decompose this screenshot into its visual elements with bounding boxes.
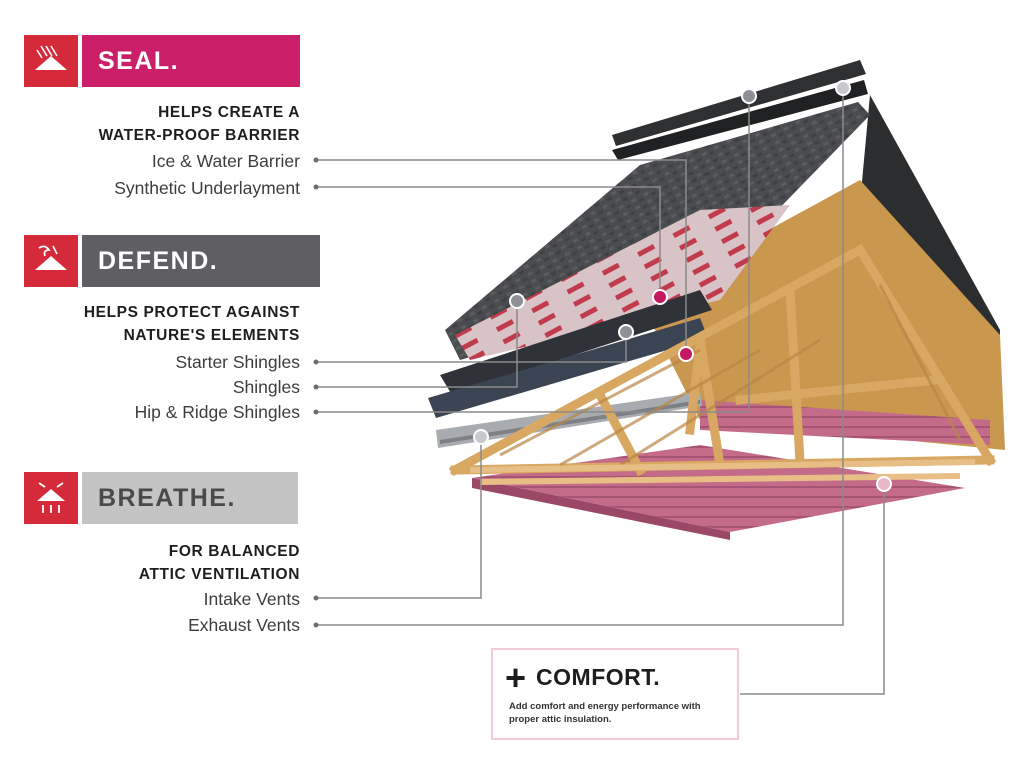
marker-exhaust [835,80,851,96]
ice-water-barrier-layer [440,290,712,395]
defend-subtitle-line1: HELPS PROTECT AGAINST [83,304,300,321]
item-exhaust-vents: Exhaust Vents [188,615,300,635]
leader-shingles [316,301,518,388]
seal-subtitle: HELPS CREATE A WATER-PROOF BARRIER [99,101,300,147]
leader-ice-water [316,159,687,354]
callout-lines [316,88,885,695]
ridge-cap-upper [612,60,866,146]
marker-intake [473,429,489,445]
callout-markers [473,80,892,492]
leader-underlayment [316,186,661,297]
leader-starter [316,332,627,363]
leader-comfort [740,484,885,695]
plus-icon: + [505,656,527,698]
leader-hip-ridge [316,96,750,413]
attic-insulation [700,400,990,445]
breathe-header: BREATHE. [24,472,298,524]
roof-storm-icon [24,235,78,287]
comfort-label: COMFORT. [536,664,661,690]
marker-comfort [876,476,892,492]
breathe-subtitle-line1: FOR BALANCED [168,543,300,560]
leader-exhaust [316,88,844,626]
item-ice-water-barrier: Ice & Water Barrier [151,151,300,171]
item-shingles: Shingles [232,377,300,397]
seal-title: SEAL. [98,46,180,75]
breathe-title-band: BREATHE. [82,472,298,524]
marker-hip-ridge [741,88,757,104]
comfort-title: + COMFORT. [505,656,661,698]
defend-header: DEFEND. [24,235,320,287]
seal-title-band: SEAL. [82,35,300,87]
item-starter-shingles: Starter Shingles [175,352,300,372]
ridge-cap-lower [612,80,868,160]
marker-ice-water [678,346,694,362]
item-synthetic-underlayment: Synthetic Underlayment [114,178,300,198]
breathe-subtitle: FOR BALANCED ATTIC VENTILATION [139,540,300,586]
roof-airflow-icon [24,472,78,524]
marker-shingles [509,293,525,309]
marker-underlayment [652,289,668,305]
breathe-title: BREATHE. [98,483,236,512]
defend-title-band: DEFEND. [82,235,320,287]
defend-title: DEFEND. [98,246,219,275]
seal-subtitle-line1: HELPS CREATE A [158,104,300,121]
defend-subtitle: HELPS PROTECT AGAINST NATURE'S ELEMENTS [84,301,300,347]
roof-rain-icon [24,35,78,87]
defend-subtitle-line2: NATURE'S ELEMENTS [123,327,300,344]
item-hip-ridge-shingles: Hip & Ridge Shingles [134,402,300,422]
underlayment-layer [455,205,790,360]
item-intake-vents: Intake Vents [203,589,300,609]
seal-subtitle-line2: WATER-PROOF BARRIER [98,127,300,144]
comfort-box: + COMFORT. Add comfort and energy perfor… [491,648,739,740]
leader-intake [316,437,482,599]
comfort-description: Add comfort and energy performance with … [509,701,701,725]
marker-starter [618,324,634,340]
breathe-subtitle-line2: ATTIC VENTILATION [138,566,300,583]
seal-header: SEAL. [24,35,300,87]
starter-shingles-layer [428,318,708,418]
